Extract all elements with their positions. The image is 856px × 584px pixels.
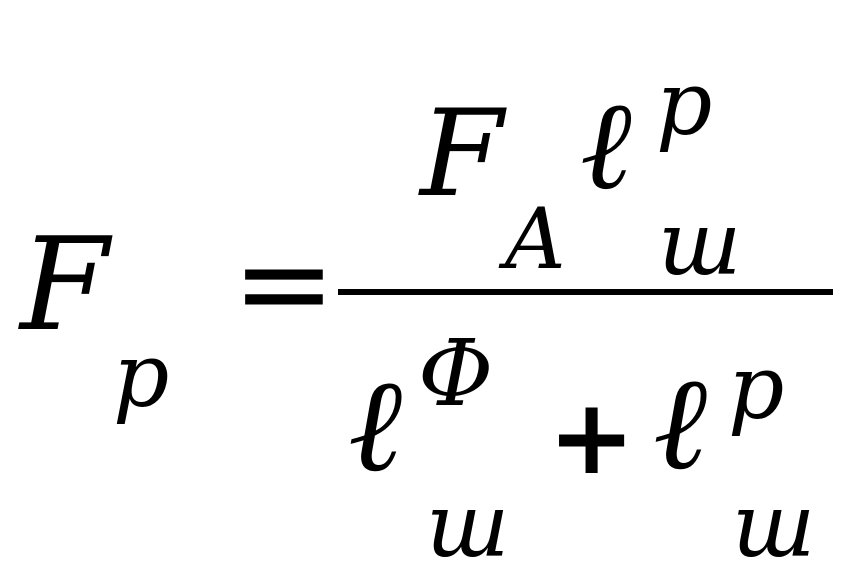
denominator-term2-symbol: ℓ: [653, 347, 708, 499]
numerator-length-subscript: ш: [658, 192, 742, 295]
fraction-bar: [338, 289, 833, 295]
numerator-length-symbol: ℓ: [580, 74, 632, 218]
numerator-force-symbol: F: [420, 85, 504, 224]
numerator-force-subscript: A: [505, 190, 566, 288]
equals-sign: =: [232, 212, 336, 356]
denominator-term1-superscript: Φ: [418, 320, 494, 427]
lhs-subscript: p: [113, 324, 170, 427]
denominator-term2-subscript: ш: [732, 474, 816, 577]
lhs-symbol: F: [20, 211, 109, 360]
plus-sign: +: [548, 376, 636, 498]
numerator-length-superscript: p: [656, 52, 713, 155]
denominator-term1-symbol: ℓ: [348, 349, 403, 501]
denominator-term2-superscript: p: [728, 336, 785, 439]
denominator-term1-subscript: ш: [426, 474, 510, 577]
